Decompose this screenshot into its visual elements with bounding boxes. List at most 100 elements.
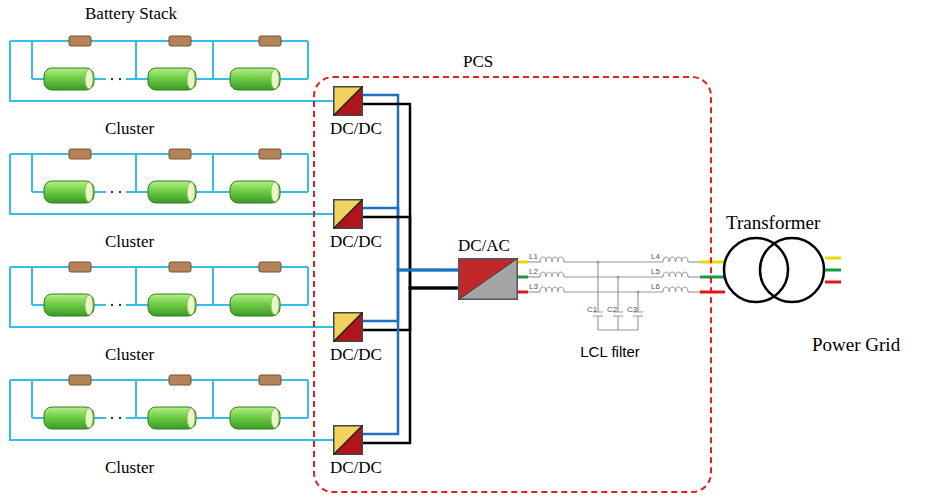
converter-half [333,312,363,342]
resistor-symbol [69,375,91,385]
wire [10,154,326,214]
wire [528,276,540,277]
pcs-label: PCS [463,52,493,72]
wire [10,41,326,101]
lcl-schematic [528,250,700,334]
wire [564,291,663,292]
wire [307,154,309,192]
battery-string [8,261,326,333]
wire [212,154,214,192]
battery-terminal [271,69,279,89]
inductor-label: L6 [651,282,660,291]
resistor-symbol [259,36,281,46]
dcac-symbol [458,258,518,300]
inductor-symbol [540,287,564,292]
grid-phase-line [825,257,841,260]
connector [518,262,528,292]
converter-label: DC/DC [330,119,382,139]
battery-terminal [271,408,279,428]
wire [688,261,700,262]
ac-phase-line [518,291,528,294]
cluster-label: Cluster [105,345,326,365]
ellipsis-dot [111,191,113,193]
inductor-symbol [540,272,564,277]
dc-bus-negative [363,288,458,443]
battery-cell [148,68,196,90]
wire [31,41,33,79]
battery-cluster: Cluster [8,374,326,478]
converter-label: DC/DC [330,345,382,365]
battery-terminal [187,182,195,202]
wire [688,291,700,292]
battery-cell [230,407,280,429]
wire [598,329,638,330]
battery-string [8,35,326,107]
connector [326,214,333,215]
inductor-symbol [540,257,564,262]
resistor-symbol [69,262,91,272]
converter-half [333,86,363,116]
wire [31,267,33,305]
grid-phase-line [825,269,841,272]
dcdc-symbol [333,86,363,116]
dcdc-symbol [333,312,363,342]
junction-dot [637,291,640,294]
dc-cable [326,100,333,102]
dcdc-converter: DC/DC [333,312,382,365]
battery-cell [148,181,196,203]
wire [212,380,214,418]
dc-cable [326,326,333,328]
junction-dot [597,261,600,264]
dc-bus-negative [363,217,458,288]
stack-title: Battery Stack [85,4,177,24]
inductor-label: L4 [651,252,660,261]
cluster-wiring [10,41,326,101]
ac-phase-line [700,261,725,264]
converter-half [333,312,363,342]
ac-phase-line [518,261,528,264]
dcdc-converter: DC/DC [333,86,382,139]
converter-half [333,425,363,455]
cluster-wiring [10,267,326,327]
capacitor-symbol [613,277,623,330]
wire [528,261,540,262]
wire [135,154,137,192]
ellipsis-dot [119,304,121,306]
cluster-label: Cluster [105,232,326,252]
dc-cable [326,213,333,215]
wire [31,380,33,418]
converter-border [334,426,363,455]
cluster-label: Cluster [105,458,326,478]
resistor-symbol [259,149,281,159]
wire [212,41,214,79]
connector [326,101,333,102]
wire [135,267,137,305]
wire [307,41,309,79]
ac-phase-line [518,276,528,279]
wire [135,380,137,418]
converter-half [333,86,363,116]
resistor-symbol [259,262,281,272]
wire [307,380,309,418]
ellipsis-dot [119,78,121,80]
wire [10,380,326,440]
battery-cluster: Cluster [8,148,326,252]
ellipsis-dot [119,191,121,193]
transformer-winding [724,238,788,302]
wire [135,41,137,79]
resistor-symbol [169,149,191,159]
dcdc-symbol [333,199,363,229]
converter-diagonal [333,312,363,342]
capacitor-label: C2 [607,305,617,314]
inductor-symbol [663,257,688,262]
converter-diagonal [333,425,363,455]
battery-cell [44,407,94,429]
connector [326,327,333,328]
transformer: Transformer [722,212,842,306]
wire [528,291,540,292]
converter-half [333,199,363,229]
connector [326,440,333,441]
converter-border [334,313,363,342]
inductor-label: L2 [529,267,538,276]
battery-terminal [85,182,93,202]
